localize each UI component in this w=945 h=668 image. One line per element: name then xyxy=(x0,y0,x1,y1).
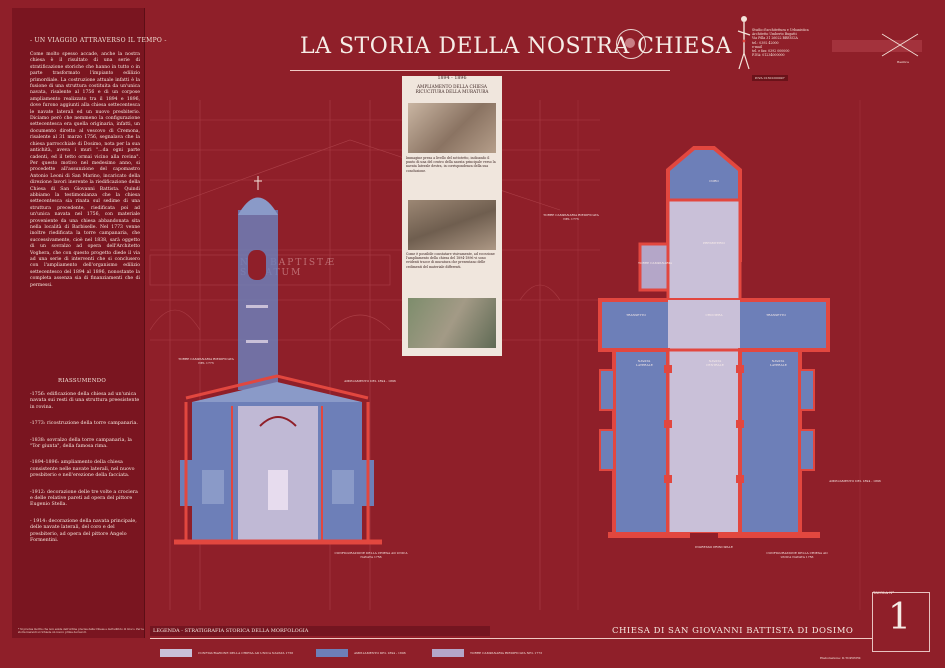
masonry-photo xyxy=(408,200,496,250)
plan-crociera-label: CROCIERA xyxy=(705,313,723,317)
legend-label: TORRE CAMPANARIA RIEDIFICATA NEL 1773 xyxy=(470,651,543,655)
summary-item: -1838: sovralzo della torre campanaria, … xyxy=(30,437,132,450)
studio-vat-tag: P.IVA 01302200997 xyxy=(752,75,788,81)
plan-navata-center-label: NAVATA CENTRALE xyxy=(706,359,724,367)
legend-divider xyxy=(150,638,872,639)
plan-navata-left-label: NAVATA LATERALE xyxy=(636,359,653,367)
church-section-drawing xyxy=(174,176,382,545)
section-title: - UN VIAGGIO ATTRAVERSO IL TEMPO - xyxy=(30,37,167,44)
title-divider xyxy=(290,70,670,71)
legend-label: CONFIGURAZIONE DELLA CHIESA AD UNICA NAV… xyxy=(198,651,294,655)
panel-label: TAVOLA N° xyxy=(873,591,895,595)
page-title: LA STORIA DELLA NOSTRA CHIESA xyxy=(300,34,732,59)
studio-line: tel. e fax: 0392 000000 xyxy=(752,49,790,54)
legend-title: LEGENDA - STRATIGRAFIA STORICA DELLA MOR… xyxy=(153,628,309,634)
summary-item: -1894-1896: ampliamento della chiesa con… xyxy=(30,460,135,479)
summary-list: -1756: edificazione della chiesa ad un'u… xyxy=(30,392,140,555)
plan-tower-label: TORRE CAMPANARIA RIEDIFICATA NEL 1773 xyxy=(543,213,599,221)
photo-caption: Come è possibile constatare visivamente,… xyxy=(406,252,495,269)
plan-torre-label: TORRE CAMPANARIA xyxy=(638,261,672,265)
studio-info: Studio d'architettura e Urbanistica Arch… xyxy=(752,28,830,57)
tower-label: TORRE CAMPANARIA RIEDIFICATA NEL 1773 xyxy=(178,357,234,365)
legend-swatch xyxy=(316,649,348,657)
summary-item: -1773: ricostruzione della torre campana… xyxy=(30,421,138,427)
photo-panel-heading: AMPLIAMENTO DELLA CHIESA RICUCITURA DELL… xyxy=(415,84,489,95)
plan-presbiterio-label: PRESBITERIO xyxy=(702,241,725,245)
summary-item: -1912: decorazione delle tre volte a cro… xyxy=(30,489,138,508)
plan-config-label: CONFIGURAZIONE DELLA CHIESA AD UNICA NAV… xyxy=(766,551,828,559)
masonry-photo xyxy=(408,298,496,348)
history-body-text: Come molto spesso accade, anche la nostr… xyxy=(30,52,140,288)
studio-figure-icon xyxy=(737,16,751,70)
panel-number-box xyxy=(872,592,930,652)
masonry-photo xyxy=(408,103,496,153)
church-floor-plan xyxy=(598,146,830,541)
plan-coro-label: CORO xyxy=(709,179,719,183)
photo-panel-date: 1894 - 1896 xyxy=(437,76,467,81)
plan-transetto-right-label: TRANSETTO xyxy=(766,313,786,317)
seal-logo-center xyxy=(625,38,635,48)
legend-bar xyxy=(150,626,490,636)
plan-ingresso-label: INGRESSO PRINCIPALE xyxy=(695,545,733,549)
photo-caption: Immagine presa a livello del sottotetto,… xyxy=(406,156,496,173)
studio-line: e-mail xyxy=(752,44,762,49)
seal-logo xyxy=(616,29,646,59)
studio-line: tel.: 0392 42000 xyxy=(752,40,779,45)
left-text-panel xyxy=(12,8,145,638)
config-section-label: CONFIGURAZIONE DELLA CHIESA AD UNICA NAV… xyxy=(334,551,408,559)
header-accent-bar xyxy=(832,40,922,52)
summary-item: - 1914: decorazione della navata princip… xyxy=(30,518,137,544)
ampliamento-section-label: AMPLIAMENTO DEL 1894 - 1896 xyxy=(344,379,396,383)
summary-item: -1756: edificazione della chiesa ad un'u… xyxy=(30,392,140,410)
studio-line: Studio d'architettura e Urbanistica xyxy=(752,28,809,32)
studio-line: P.IVA: 01234000000 xyxy=(752,53,785,58)
legend-swatch xyxy=(160,649,192,657)
credits: Elaborazione: D.TOPOVEK xyxy=(820,656,861,660)
studio-line: Architetto Umberto Bugatti xyxy=(752,32,797,37)
plan-navata-right-label: NAVATA LATERALE xyxy=(770,359,787,367)
panel-number: 1 xyxy=(888,597,911,638)
church-name: CHIESA DI SAN GIOVANNI BATTISTA DI DOSIM… xyxy=(612,626,854,636)
legend-label: AMPLIAMENTO DEL 1894 - 1896 xyxy=(354,651,406,655)
plan-ampliamento-label: AMPLIAMENTO DEL 1894 - 1896 xyxy=(829,479,881,483)
summary-heading: RIASSUMENDO xyxy=(58,378,107,384)
studio-line: Via Pilla 31 26022 BRESCIA xyxy=(752,36,798,41)
footnote: * Si precisa inoltre che non esiste dell… xyxy=(18,628,144,635)
north-arrow-icon xyxy=(881,33,919,57)
north-arrow-label: Basilica xyxy=(897,60,909,64)
legend-swatch xyxy=(432,649,464,657)
plan-transetto-left-label: TRANSETTO xyxy=(626,313,646,317)
